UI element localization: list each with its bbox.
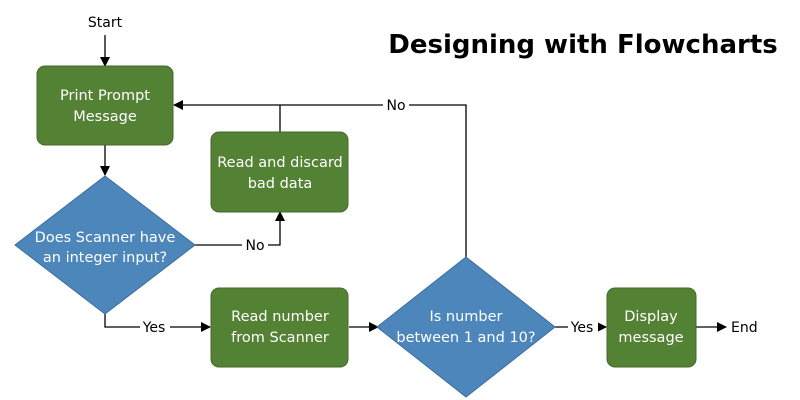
display-line2: message: [618, 330, 683, 346]
in-range-line2: between 1 and 10?: [396, 330, 535, 346]
node-has-integer: Does Scanner have an integer input?: [14, 175, 196, 315]
print-prompt-line2: Message: [73, 109, 137, 125]
edge-label-no-integer: No: [245, 238, 264, 254]
connector-yes-to-read-number: [104, 314, 211, 332]
read-discard-line2: bad data: [248, 176, 313, 192]
diagram-title: Designing with Flowcharts: [388, 30, 777, 60]
connector-no-to-discard: [193, 211, 285, 246]
display-line1: Display: [624, 309, 678, 325]
end-label: End: [731, 320, 758, 336]
label-bg-yes-range: [568, 318, 598, 336]
connector-range-no-to-prompt: [173, 100, 467, 257]
label-bg-no-int: [242, 236, 268, 254]
read-discard-line1: Read and discard: [217, 155, 343, 171]
read-number-line2: from Scanner: [231, 330, 329, 346]
connectors: [100, 35, 727, 332]
edge-label-yes-range: Yes: [570, 320, 594, 336]
node-print-prompt: Print Prompt Message: [36, 65, 174, 146]
has-integer-diamond: [14, 175, 196, 315]
in-range-diamond: [376, 256, 556, 398]
read-discard-box: [210, 131, 349, 213]
print-prompt-line1: Print Prompt: [60, 88, 150, 104]
has-integer-line1: Does Scanner have: [35, 230, 176, 246]
edge-label-no-range: No: [386, 98, 405, 114]
print-prompt-box: [36, 65, 174, 146]
label-bg-yes-int: [140, 318, 170, 336]
read-number-line1: Read number: [231, 309, 329, 325]
display-box: [606, 287, 697, 368]
read-number-box: [210, 287, 349, 368]
node-in-range: Is number between 1 and 10?: [376, 256, 556, 398]
node-read-discard: Read and discard bad data: [210, 131, 349, 213]
in-range-line1: Is number: [429, 309, 502, 325]
start-label: Start: [88, 15, 123, 31]
has-integer-line2: an integer input?: [43, 250, 167, 266]
edge-label-yes-integer: Yes: [142, 320, 166, 336]
node-read-number: Read number from Scanner: [210, 287, 349, 368]
label-bg-no-range: [383, 96, 409, 114]
node-display: Display message: [606, 287, 697, 368]
